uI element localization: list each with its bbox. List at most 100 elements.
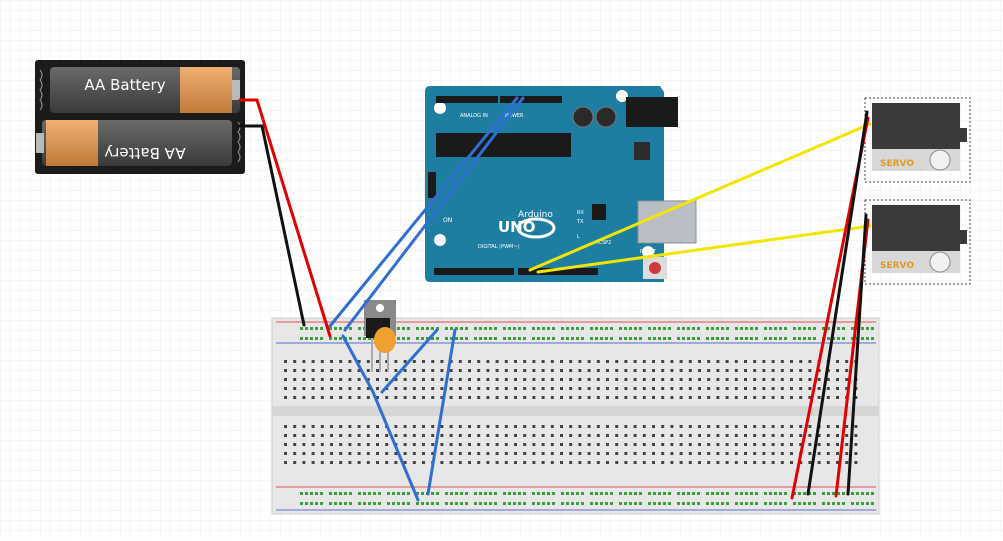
- breadboard-hole: [596, 378, 600, 381]
- wire-blue-reg-3: [371, 390, 420, 502]
- breadboard-hole: [735, 492, 738, 495]
- breadboard-hole: [652, 360, 655, 363]
- breadboard-hole: [561, 327, 564, 330]
- breadboard-hole: [284, 378, 287, 381]
- breadboard-hole: [474, 337, 477, 340]
- breadboard-hole: [302, 387, 306, 390]
- breadboard-hole: [707, 443, 711, 446]
- breadboard-hole: [753, 360, 757, 363]
- breadboard-hole: [523, 452, 527, 455]
- breadboard-hole: [826, 434, 830, 437]
- breadboard-hole: [762, 396, 766, 399]
- breadboard-hole: [624, 502, 627, 505]
- breadboard-hole: [494, 337, 497, 340]
- breadboard-hole: [532, 369, 536, 372]
- breadboard-hole: [784, 492, 787, 495]
- breadboard-hole: [552, 327, 555, 330]
- breadboard-hole: [744, 461, 747, 464]
- breadboard-hole: [402, 492, 405, 495]
- breadboard-hole: [541, 369, 545, 372]
- breadboard-hole: [477, 434, 481, 437]
- breadboard-hole: [532, 337, 535, 340]
- breadboard-hole: [679, 387, 683, 390]
- breadboard-hole: [508, 337, 511, 340]
- breadboard-hole: [571, 337, 574, 340]
- breadboard-hole: [348, 378, 352, 381]
- wire-black-servo-top: [806, 110, 869, 496]
- breadboard-hole: [771, 461, 775, 464]
- breadboard-hole: [357, 452, 361, 455]
- breadboard-hole: [532, 360, 536, 363]
- breadboard-hole: [706, 327, 709, 330]
- breadboard-hole: [436, 337, 439, 340]
- breadboard-hole: [373, 502, 376, 505]
- breadboard-hole: [311, 369, 315, 372]
- breadboard-hole: [560, 360, 563, 363]
- breadboard-hole: [740, 492, 743, 495]
- breadboard-hole: [734, 425, 738, 428]
- breadboard-hole: [634, 492, 637, 495]
- breadboard-hole: [826, 396, 830, 399]
- breadboard-hole: [329, 492, 332, 495]
- battery-cell-top: AA Battery: [50, 67, 240, 113]
- breadboard-hole: [707, 378, 711, 381]
- breadboard-hole: [624, 378, 628, 381]
- breadboard-hole: [397, 337, 400, 340]
- breadboard-hole: [771, 378, 775, 381]
- breadboard-hole: [486, 452, 490, 455]
- breadboard-hole: [578, 425, 582, 428]
- breadboard-hole: [357, 434, 361, 437]
- breadboard-hole: [440, 452, 444, 455]
- breadboard-hole: [808, 337, 811, 340]
- breadboard-hole: [320, 502, 323, 505]
- breadboard-hole: [569, 360, 573, 363]
- breadboard-hole: [344, 492, 347, 495]
- breadboard-hole: [412, 434, 416, 437]
- breadboard-hole: [799, 461, 803, 464]
- breadboard-hole: [578, 387, 582, 390]
- breadboard-hole: [780, 369, 784, 372]
- breadboard-hole: [541, 434, 545, 437]
- servo-top-label: SERVO: [880, 159, 914, 169]
- breadboard-hole: [587, 452, 591, 455]
- breadboard-hole: [422, 360, 425, 363]
- breadboard-hole: [503, 492, 506, 495]
- breadboard-hole: [449, 452, 453, 455]
- breadboard-hole: [784, 337, 787, 340]
- breadboard-hole: [799, 387, 803, 390]
- breadboard-hole: [682, 502, 685, 505]
- breadboard-hole: [394, 461, 398, 464]
- breadboard-hole: [460, 492, 463, 495]
- breadboard-hole: [803, 502, 806, 505]
- breadboard-hole: [358, 327, 361, 330]
- breadboard-hole: [514, 443, 517, 446]
- breadboard-hole: [753, 387, 757, 390]
- breadboard-hole: [486, 461, 490, 464]
- breadboard-hole: [642, 425, 646, 428]
- breadboard-hole: [468, 387, 471, 390]
- breadboard-hole: [619, 492, 622, 495]
- breadboard-hole: [658, 502, 661, 505]
- breadboard-hole: [422, 425, 425, 428]
- breadboard-hole: [387, 502, 390, 505]
- breadboard-hole: [734, 443, 738, 446]
- breadboard-hole: [596, 396, 600, 399]
- breadboard-hole: [836, 461, 839, 464]
- breadboard-hole: [826, 443, 830, 446]
- breadboard-hole: [753, 378, 757, 381]
- breadboard-hole: [639, 502, 642, 505]
- breadboard-hole: [486, 369, 490, 372]
- breadboard-hole: [587, 461, 591, 464]
- breadboard-hole: [402, 327, 405, 330]
- breadboard-hole: [569, 378, 573, 381]
- breadboard-hole: [541, 396, 545, 399]
- breadboard-hole: [707, 360, 711, 363]
- breadboard-hole: [790, 396, 793, 399]
- breadboard-hole: [468, 369, 471, 372]
- breadboard-hole: [422, 434, 425, 437]
- breadboard-hole: [762, 387, 766, 390]
- breadboard-hole: [615, 369, 619, 372]
- breadboard-hole: [397, 327, 400, 330]
- breadboard-hole: [373, 492, 376, 495]
- breadboard-hole: [615, 387, 619, 390]
